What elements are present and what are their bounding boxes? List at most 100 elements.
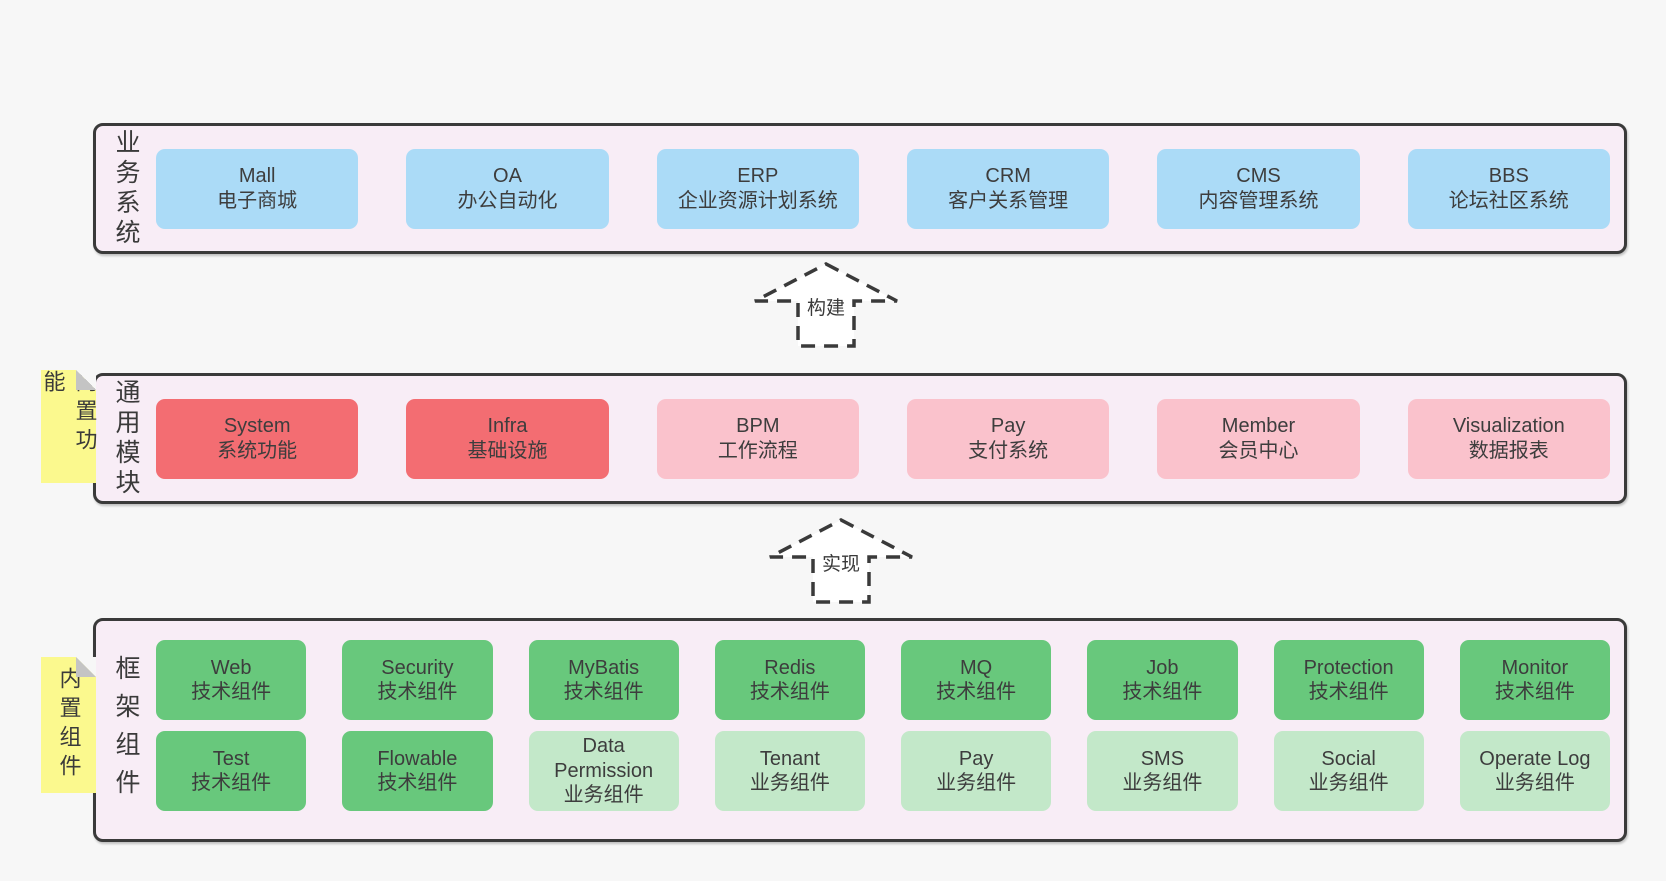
- box-title: MyBatis: [568, 656, 640, 679]
- box-title: Web: [210, 656, 252, 679]
- box-title: BBS: [1488, 165, 1529, 188]
- box-test: Test 技术组件: [156, 731, 307, 811]
- box-protection: Protection 技术组件: [1273, 640, 1424, 720]
- layer-common-modules: 内置功能 通用模块 System 系统功能 Infra 基础设施 BPM 工作流…: [41, 370, 1627, 504]
- box-mybatis: MyBatis 技术组件: [528, 640, 679, 720]
- box-social: Social 业务组件: [1273, 731, 1424, 811]
- build-arrow-label: 构建: [803, 292, 849, 321]
- box-bpm: BPM 工作流程: [656, 398, 859, 479]
- box-security: Security 技术组件: [342, 640, 493, 720]
- box-title: Flowable: [377, 747, 458, 770]
- box-subtitle: 系统功能: [217, 439, 298, 462]
- box-system: System 系统功能: [156, 398, 359, 479]
- box-title: Infra: [487, 415, 528, 438]
- layer-label-framework-components: 框架组件: [112, 655, 140, 807]
- box-title: Data Permission: [554, 735, 654, 782]
- box-subtitle: 业务组件: [936, 772, 1017, 794]
- box-title: System: [223, 415, 291, 438]
- build-arrow: 构建: [753, 262, 899, 348]
- box-title: Operate Log: [1479, 747, 1591, 770]
- box-crm: CRM 客户关系管理: [906, 148, 1110, 229]
- box-subtitle: 业务组件: [1494, 772, 1575, 794]
- box-title: Monitor: [1501, 656, 1569, 679]
- layer-business-systems: 业务系统 Mall 电子商城 OA 办公自动化 ERP 企业资源计划系统 CRM…: [93, 123, 1627, 254]
- box-title: Job: [1146, 656, 1179, 679]
- box-subtitle: 业务组件: [749, 772, 830, 794]
- box-member: Member 会员中心: [1157, 398, 1360, 479]
- box-title: Pay: [990, 415, 1026, 438]
- box-title: CMS: [1236, 165, 1281, 188]
- box-subtitle: 内容管理系统: [1198, 189, 1319, 212]
- box-subtitle: 基础设施: [467, 439, 548, 462]
- box-title: Protection: [1303, 656, 1394, 679]
- box-title: BPM: [736, 415, 780, 438]
- implement-arrow-label: 实现: [818, 548, 864, 577]
- note-label: 内置组件: [56, 667, 82, 783]
- box-web: Web 技术组件: [156, 640, 307, 720]
- box-tenant: Tenant 业务组件: [714, 731, 865, 811]
- box-flowable: Flowable 技术组件: [342, 731, 493, 811]
- sticky-note-built-in-components: 内置组件: [41, 657, 96, 793]
- box-subtitle: 技术组件: [1122, 681, 1203, 703]
- box-title: Test: [212, 747, 250, 770]
- box-subtitle: 技术组件: [377, 681, 458, 703]
- box-title: CRM: [985, 165, 1031, 188]
- framework-components-rows: Web 技术组件 Security 技术组件 MyBatis 技术组件 Redi…: [156, 640, 1610, 822]
- box-title: Visualization: [1452, 415, 1565, 438]
- box-monitor: Monitor 技术组件: [1459, 640, 1610, 720]
- biz-components-row: Test 技术组件 Flowable 技术组件 Data Permission …: [156, 731, 1610, 822]
- box-mall: Mall 电子商城: [156, 148, 359, 229]
- box-subtitle: 工作流程: [717, 439, 798, 462]
- box-subtitle: 业务组件: [1122, 772, 1203, 794]
- common-modules-row: System 系统功能 Infra 基础设施 BPM 工作流程 Pay 支付系统…: [156, 398, 1610, 479]
- box-title: Security: [381, 656, 454, 679]
- layer-framework-components: 内置组件 框架组件 Web 技术组件 Security 技术组件 MyBatis…: [41, 618, 1627, 842]
- box-sms: SMS 业务组件: [1087, 731, 1238, 811]
- box-data-permission: Data Permission 业务组件: [528, 731, 679, 811]
- box-title: Redis: [764, 656, 816, 679]
- box-pay: Pay 支付系统: [906, 398, 1110, 479]
- box-bbs: BBS 论坛社区系统: [1407, 148, 1610, 229]
- box-subtitle: 办公自动化: [457, 189, 558, 212]
- box-subtitle: 技术组件: [1308, 681, 1389, 703]
- box-cms: CMS 内容管理系统: [1157, 148, 1360, 229]
- box-subtitle: 技术组件: [936, 681, 1017, 703]
- box-visualization: Visualization 数据报表: [1407, 398, 1610, 479]
- box-title: Mall: [238, 165, 276, 188]
- box-oa: OA 办公自动化: [406, 148, 609, 229]
- box-subtitle: 客户关系管理: [948, 189, 1069, 212]
- box-job: Job 技术组件: [1087, 640, 1238, 720]
- box-infra: Infra 基础设施: [406, 398, 609, 479]
- layer-label-business-systems: 业务系统: [112, 128, 140, 249]
- box-pay-biz: Pay 业务组件: [901, 731, 1052, 811]
- box-title: Pay: [958, 747, 994, 770]
- box-title: MQ: [960, 656, 993, 679]
- tech-components-row: Web 技术组件 Security 技术组件 MyBatis 技术组件 Redi…: [156, 640, 1610, 731]
- box-subtitle: 技术组件: [563, 681, 644, 703]
- box-subtitle: 数据报表: [1468, 439, 1549, 462]
- box-subtitle: 支付系统: [968, 439, 1049, 462]
- box-title: Tenant: [759, 747, 820, 770]
- box-title: ERP: [737, 165, 779, 188]
- sticky-note-built-in-features: 内置功能: [41, 370, 98, 483]
- business-systems-row: Mall 电子商城 OA 办公自动化 ERP 企业资源计划系统 CRM 客户关系…: [156, 148, 1610, 229]
- box-subtitle: 会员中心: [1218, 439, 1299, 462]
- box-erp: ERP 企业资源计划系统: [656, 148, 859, 229]
- box-mq: MQ 技术组件: [901, 640, 1052, 720]
- box-title: SMS: [1140, 747, 1185, 770]
- box-subtitle: 技术组件: [1494, 681, 1575, 703]
- box-title: Social: [1321, 747, 1376, 770]
- box-subtitle: 电子商城: [217, 189, 298, 212]
- box-title: Member: [1221, 415, 1296, 438]
- box-redis: Redis 技术组件: [714, 640, 865, 720]
- box-subtitle: 技术组件: [377, 772, 458, 794]
- box-subtitle: 业务组件: [1308, 772, 1389, 794]
- box-subtitle: 技术组件: [191, 681, 272, 703]
- box-subtitle: 企业资源计划系统: [677, 189, 838, 212]
- box-subtitle: 技术组件: [749, 681, 830, 703]
- layer-label-common-modules: 通用模块: [112, 378, 140, 499]
- box-operate-log: Operate Log 业务组件: [1459, 731, 1610, 811]
- box-subtitle: 论坛社区系统: [1448, 189, 1569, 212]
- implement-arrow: 实现: [768, 518, 914, 604]
